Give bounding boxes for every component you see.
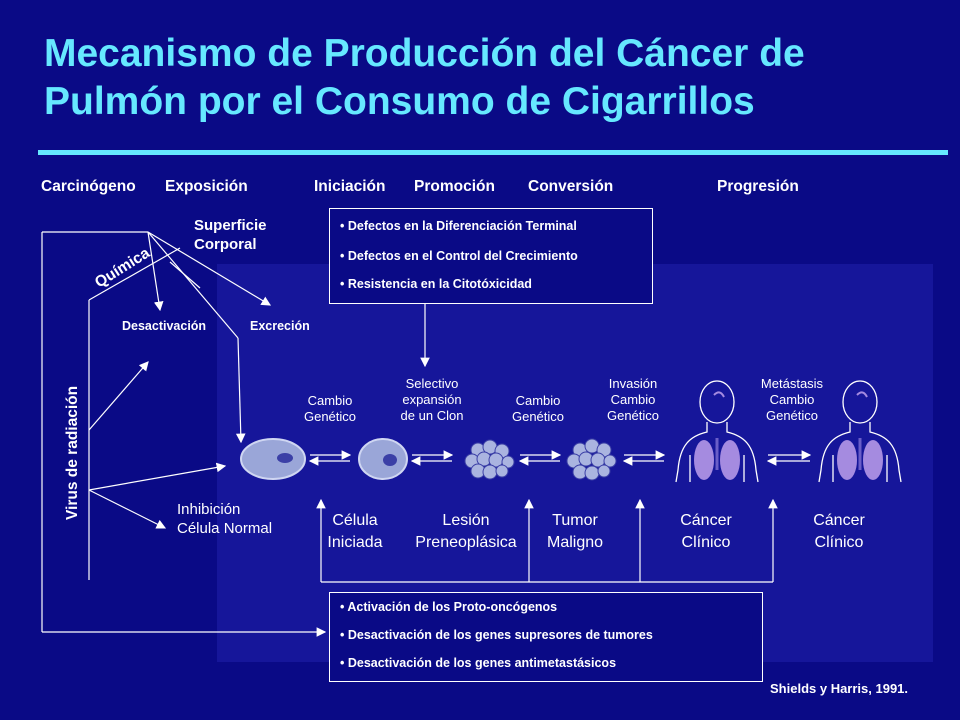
change-label-2: Selectivo expansión de un Clon <box>400 376 464 423</box>
stage-label-4: Cáncer Clínico <box>680 512 732 551</box>
page-title: Mecanismo de Producción del Cáncer de Pu… <box>44 32 805 123</box>
bottom-box-item: • Activación de los Proto-oncógenos <box>340 600 558 614</box>
bottom-box-item: • Desactivación de los genes supresores … <box>340 628 653 642</box>
top-mechanism-box: • Defectos en la Diferenciación Terminal… <box>329 208 653 304</box>
change-label-4: Invasión Cambio Genético <box>606 376 660 423</box>
bottom-box-item: • Desactivación de los genes antimetastá… <box>340 656 617 670</box>
normal-cell-icon <box>240 438 306 480</box>
stage-label-5: Cáncer Clínico <box>813 512 865 551</box>
change-label-5: Metástasis Cambio Genético <box>760 376 824 423</box>
header-iniciacion: Iniciación <box>314 178 386 195</box>
header-carcinogeno: Carcinógeno <box>41 178 136 195</box>
inhibicion-label: Inhibición Célula Normal <box>177 501 273 537</box>
header-promocion: Promoción <box>414 178 495 195</box>
header-exposicion: Exposición <box>165 178 248 195</box>
title-divider <box>38 150 948 155</box>
citation: Shields y Harris, 1991. <box>770 681 909 696</box>
initiated-cell-icon <box>358 438 408 480</box>
human-torso-icon <box>818 380 902 483</box>
human-torso-icon <box>675 380 759 483</box>
desactivacion-label: Desactivación <box>122 319 207 333</box>
header-conversion: Conversión <box>528 178 614 195</box>
tumor-cluster-icon <box>566 438 617 481</box>
virus-label: Virus de radiación <box>64 385 81 520</box>
top-box-item: • Defectos en la Diferenciación Terminal <box>340 219 577 233</box>
superficie-label: Superficie Corporal <box>194 217 267 253</box>
stage-label-2: Lesión Preneoplásica <box>415 512 517 551</box>
change-label-3: Cambio Genético <box>511 393 565 424</box>
top-box-item: • Defectos en el Control del Crecimiento <box>340 249 578 263</box>
stage-label-1: Célula Iniciada <box>327 512 383 551</box>
cell-cluster-icon <box>464 439 515 480</box>
top-box-item: • Resistencia en la Citotóxicidad <box>340 277 532 291</box>
excrecion-label: Excreción <box>250 319 310 333</box>
header-progresion: Progresión <box>717 178 799 195</box>
bottom-mechanism-box: • Activación de los Proto-oncógenos • De… <box>329 592 763 682</box>
stage-label-3: Tumor Maligno <box>546 512 604 551</box>
change-label-1: Cambio Genético <box>303 393 357 424</box>
